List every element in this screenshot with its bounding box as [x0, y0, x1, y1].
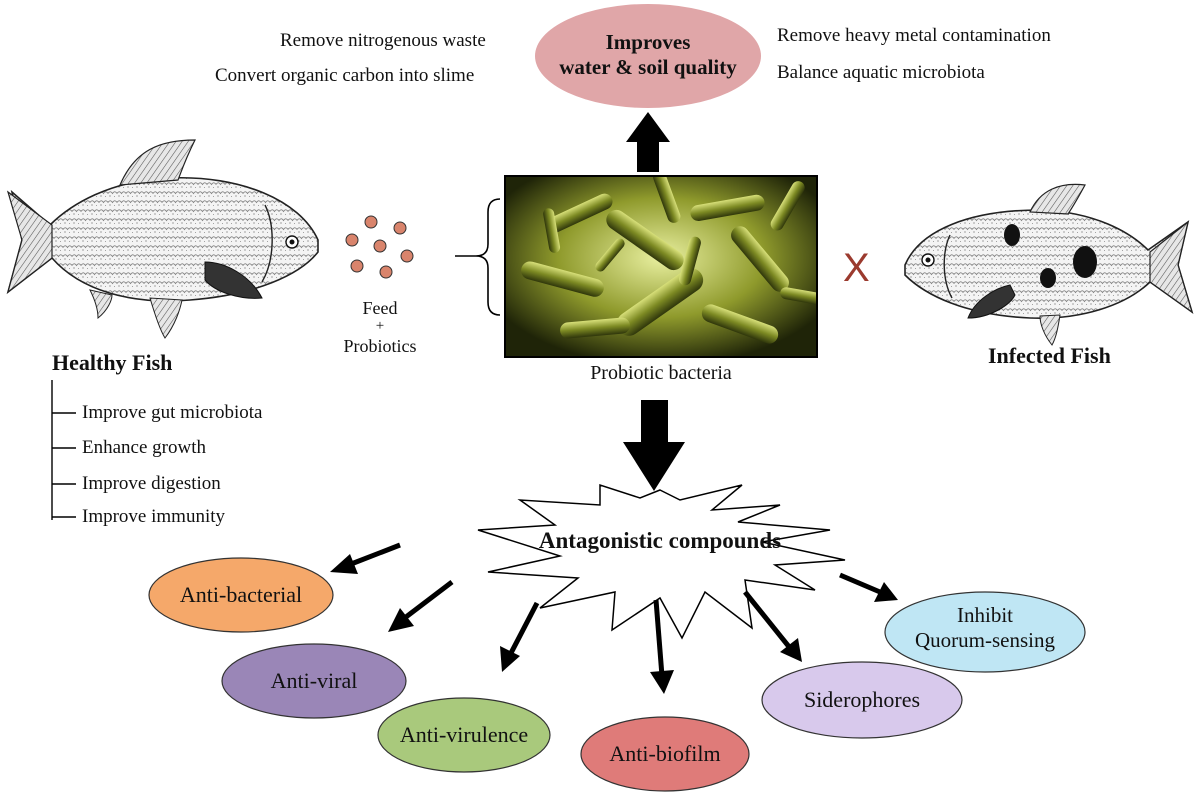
siderophores-ellipse: [761, 661, 963, 739]
anti-virulence-label: Anti-virulence: [399, 721, 529, 747]
antagonistic-title: Antagonistic compounds: [538, 528, 782, 553]
starburst-shape: [477, 483, 846, 640]
quality-right-2: Balance aquatic microbiota: [777, 62, 985, 83]
infected-fish-title: Infected Fish: [988, 343, 1111, 368]
anti-biofilm-ellipse: [580, 716, 750, 792]
benefit-4: Improve immunity: [82, 506, 226, 527]
quality-ellipse: [535, 4, 761, 108]
bacteria-caption: Probiotic bacteria: [590, 362, 732, 384]
quality-title-line2: water & soil quality: [559, 55, 737, 79]
anti-viral-ellipse: [221, 643, 407, 719]
benefit-1: Improve gut microbiota: [82, 402, 263, 423]
quality-left-1: Remove nitrogenous waste: [280, 30, 486, 51]
benefit-2: Enhance growth: [82, 437, 206, 458]
up-arrow-icon: [626, 112, 670, 172]
anti-biofilm-label: Anti-biofilm: [609, 740, 721, 766]
healthy-fish-icon: [6, 139, 319, 339]
anti-virulence-ellipse: [377, 697, 551, 773]
quorum-label-line1: Inhibit: [957, 603, 1013, 627]
anti-bacterial-label: Anti-bacterial: [179, 581, 303, 607]
anti-bacterial-ellipse: [148, 557, 334, 633]
no-infection-x-icon: X: [843, 246, 870, 290]
quorum-label-line2: Quorum-sensing: [915, 628, 1055, 652]
quorum-ellipse: [884, 591, 1086, 673]
feed-bracket: [475, 198, 501, 316]
feed-label: Feed: [362, 298, 398, 318]
anti-viral-label: Anti-viral: [270, 667, 358, 693]
quality-right-1: Remove heavy metal contamination: [777, 25, 1051, 46]
bacteria-image: [504, 175, 818, 358]
siderophores-label: Siderophores: [803, 686, 921, 712]
infected-fish-icon: [904, 183, 1194, 346]
quality-title-line1: Improves: [605, 30, 691, 54]
healthy-fish-title: Healthy Fish: [52, 350, 173, 375]
probiotics-label: Probiotics: [343, 336, 417, 356]
benefit-3: Improve digestion: [82, 473, 221, 494]
feed-plus: +: [375, 318, 385, 334]
benefits-tree: [51, 380, 76, 520]
feed-pellets-icon: [345, 215, 414, 279]
quality-left-2: Convert organic carbon into slime: [215, 65, 475, 86]
effect-arrows: [330, 542, 898, 694]
down-arrow-icon: [623, 400, 685, 491]
